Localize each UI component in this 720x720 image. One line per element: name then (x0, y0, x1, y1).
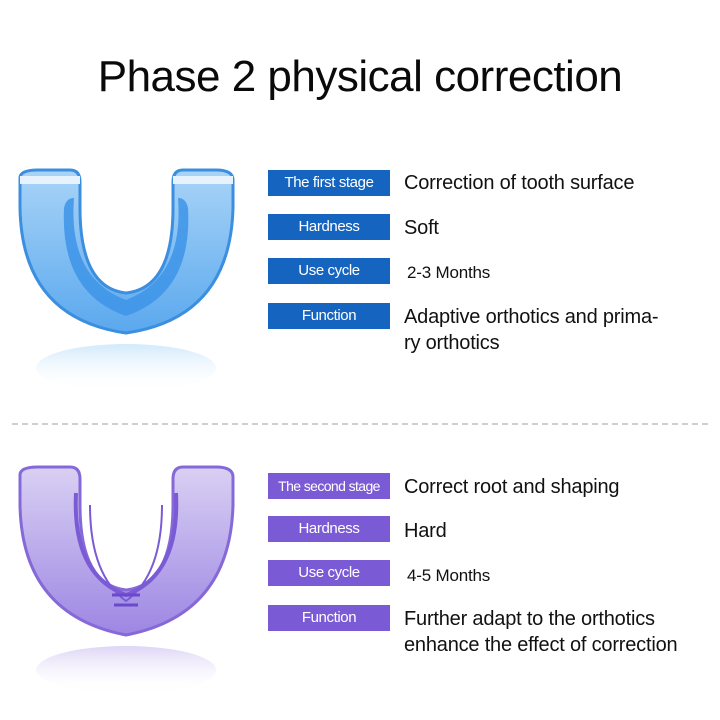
hardness-label: Hardness (268, 214, 390, 240)
function-value-line1: Adaptive orthotics and prima- (404, 306, 659, 328)
hardness-value: Hard (404, 520, 447, 542)
stage-value: Correct root and shaping (404, 476, 620, 498)
stage-1-section: The first stage Correction of tooth surf… (18, 168, 659, 392)
use-cycle-label: Use cycle (268, 258, 390, 284)
page-title: Phase 2 physical correction (97, 52, 623, 101)
function-value-line2: ry orthotics (404, 332, 500, 354)
blue-mouthguard-image (18, 168, 235, 392)
purple-mouthguard-image (18, 465, 235, 694)
stage-label: The second stage (268, 473, 390, 499)
hardness-value: Soft (404, 217, 439, 239)
function-label: Function (268, 605, 390, 631)
function-value-line1: Further adapt to the orthotics (404, 608, 655, 630)
stage-label: The first stage (268, 170, 390, 196)
function-value-line2: enhance the effect of correction (404, 634, 678, 656)
use-cycle-value: 2-3 Months (407, 263, 491, 282)
hardness-label: Hardness (268, 516, 390, 542)
section-divider (12, 423, 708, 425)
use-cycle-label: Use cycle (268, 560, 390, 586)
function-label: Function (268, 303, 390, 329)
stage-value: Correction of tooth surface (404, 172, 635, 194)
use-cycle-value: 4-5 Months (407, 566, 491, 585)
